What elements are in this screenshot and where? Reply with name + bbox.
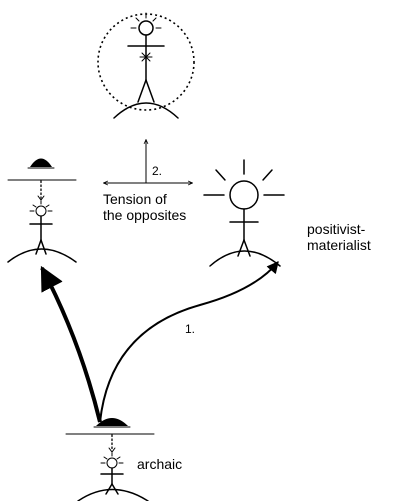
left-ground-arc — [7, 248, 77, 263]
step-2-label: 2. — [152, 164, 163, 178]
bottom-ground-arc — [77, 488, 149, 501]
heart-star-icon — [139, 50, 153, 64]
arrow-to-left-figure — [40, 265, 102, 423]
bottom-sun-head — [106, 457, 118, 469]
right-figure-group — [203, 159, 285, 267]
archaic-label: archaic — [137, 456, 183, 472]
tension-label-line1: Tension of — [103, 191, 167, 207]
top-ground-arc — [113, 102, 179, 119]
arrow-to-right-figure — [99, 261, 279, 423]
tension-label-line2: the opposites — [103, 207, 187, 223]
right-sun-rays — [203, 159, 285, 196]
bottom-mound-icon — [96, 418, 128, 426]
left-mound-icon — [30, 158, 52, 167]
step-1-label: 1. — [185, 322, 196, 336]
right-sun-head — [229, 180, 259, 210]
positivist-label-line2: materialist — [307, 237, 371, 253]
positivist-label-line1: positivist- — [307, 221, 366, 237]
right-ground-arc — [209, 250, 281, 267]
left-sun-head — [35, 205, 47, 217]
top-sun-rays — [130, 12, 162, 29]
top-sun-head — [138, 20, 154, 36]
top-figure-group — [97, 12, 195, 119]
bottom-figure-group — [65, 418, 155, 501]
left-figure-group — [7, 158, 77, 263]
